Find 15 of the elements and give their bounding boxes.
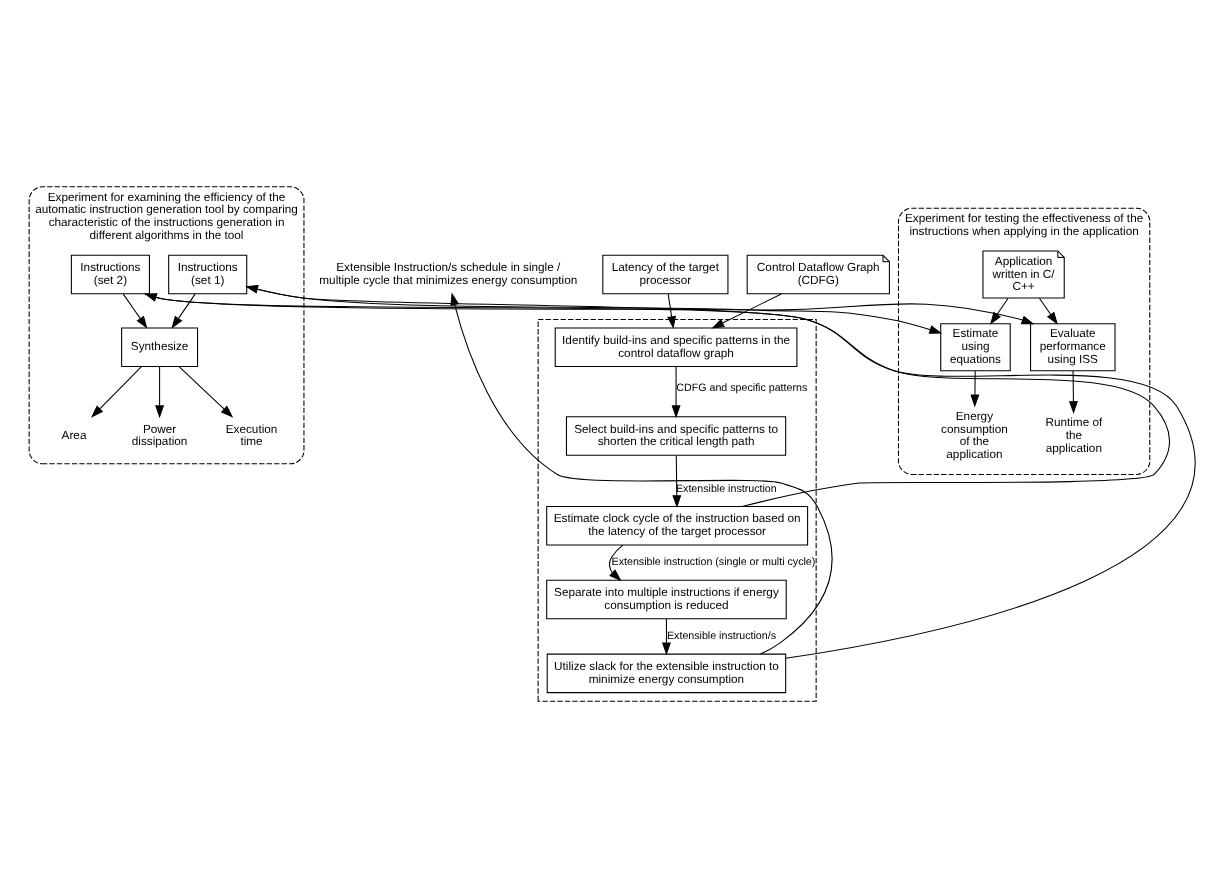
arrow <box>1038 296 1058 324</box>
arrow <box>450 291 833 654</box>
arrow <box>671 365 681 418</box>
arrow <box>178 365 234 417</box>
arrow <box>667 292 676 329</box>
arrow <box>91 365 142 417</box>
arrow <box>990 296 1009 324</box>
arrow <box>608 543 624 581</box>
arrow <box>970 369 980 407</box>
arrow <box>122 292 148 328</box>
arrow <box>171 292 196 328</box>
arrow <box>1068 369 1078 413</box>
arrow <box>155 365 165 418</box>
arrow <box>711 292 782 328</box>
arrow <box>661 617 671 655</box>
